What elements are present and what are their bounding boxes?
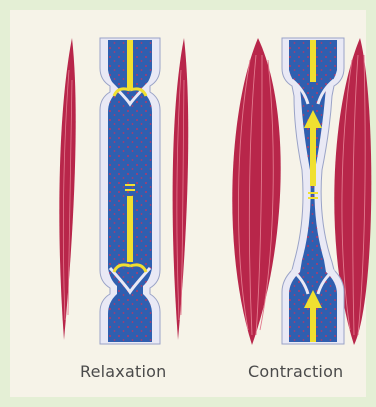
relaxed-muscle-right xyxy=(173,38,189,340)
relaxation-label: Relaxation xyxy=(80,362,166,381)
relaxed-muscle-left xyxy=(59,38,75,340)
relaxed-vein xyxy=(100,38,160,344)
contracted-muscle-left xyxy=(232,38,280,345)
contraction-label: Contraction xyxy=(248,362,343,381)
